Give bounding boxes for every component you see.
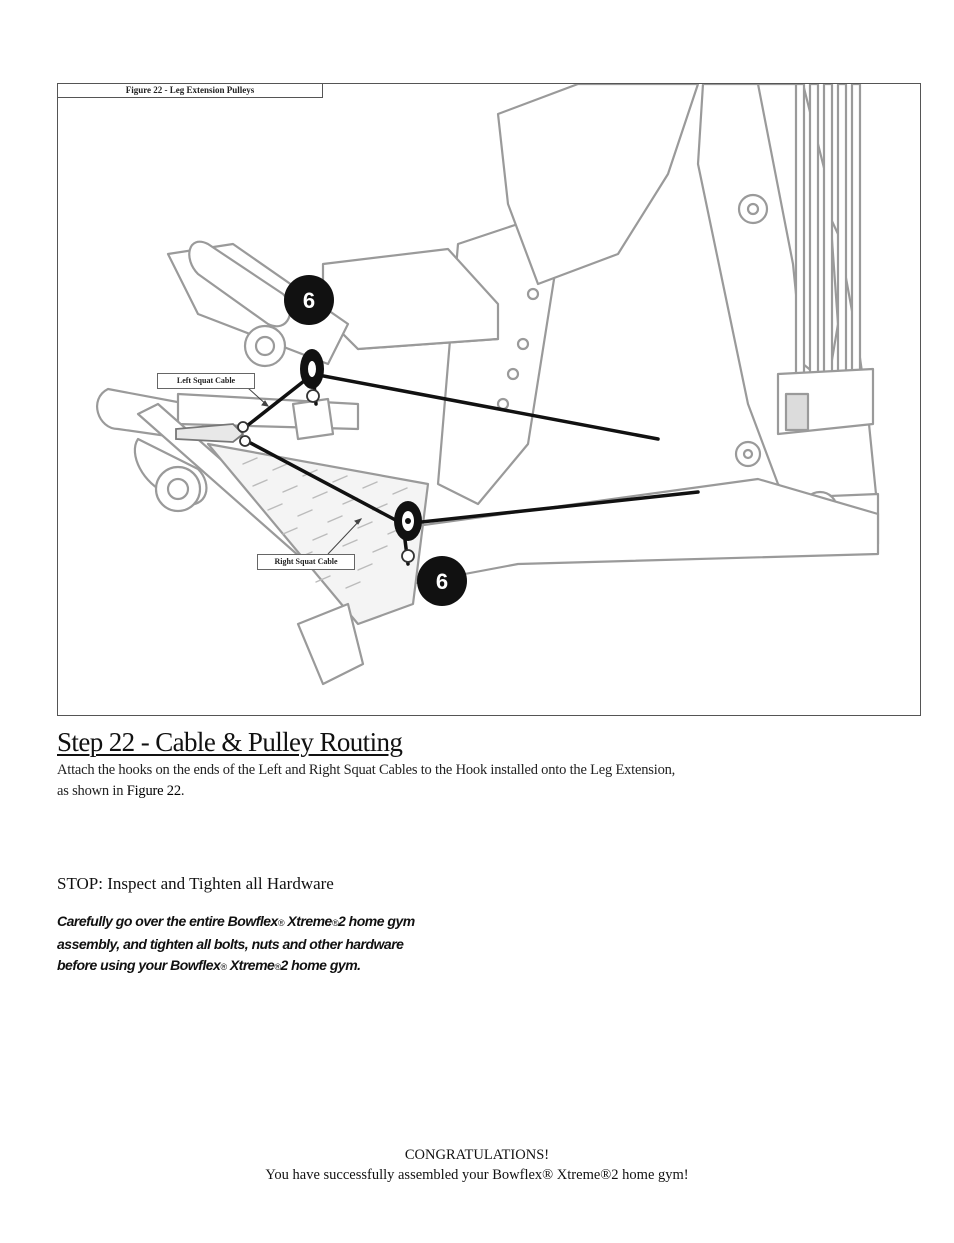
- right-callout-leader: [327, 518, 362, 555]
- stop-text: before using your Bowflex: [57, 957, 221, 973]
- step-instructions: Attach the hooks on the ends of the Left…: [57, 760, 817, 802]
- part-badge-6-lower: 6: [417, 556, 467, 606]
- congratulations-message: You have successfully assembled your Bow…: [265, 1167, 689, 1183]
- stop-text: 2 home gym.: [280, 957, 361, 973]
- stop-text: Xtreme: [226, 957, 275, 973]
- left-squat-cable-callout: Left Squat Cable: [157, 373, 255, 389]
- stop-instructions: Carefully go over the entire Bowflex® Xt…: [57, 911, 497, 978]
- foot-plate: [206, 442, 430, 626]
- registered-mark: ®: [277, 918, 285, 928]
- back-pad: [496, 84, 700, 286]
- congratulations-block: CONGRATULATIONS! You have successfully a…: [0, 1145, 954, 1185]
- pulley-right: [394, 501, 422, 541]
- stop-text: 2 home gym: [337, 913, 415, 929]
- stop-heading: STOP: Inspect and Tighten all Hardware: [57, 874, 334, 893]
- stop-text: Xtreme: [283, 913, 332, 929]
- badge-number: 6: [436, 569, 448, 594]
- right-squat-cable-callout: Right Squat Cable: [257, 554, 355, 570]
- figure-reference: Figure 22: [126, 783, 181, 799]
- figure-22: 6 6 Figure 22 - Leg Extension Pulleys Le…: [57, 83, 921, 716]
- step-title: Step 22 - Cable & Pulley Routing: [57, 727, 403, 757]
- leg-extension-illustration: 6 6: [96, 84, 880, 686]
- stop-text: Carefully go over the entire Bowflex: [57, 913, 278, 929]
- congratulations-heading: CONGRATULATIONS!: [404, 1147, 550, 1163]
- step-body-line1: Attach the hooks on the ends of the Left…: [57, 762, 676, 778]
- registered-mark: ®: [274, 962, 281, 972]
- badge-number: 6: [303, 288, 315, 313]
- stop-text: assembly, and tighten all bolts, nuts an…: [57, 936, 404, 952]
- registered-mark: ®: [220, 962, 227, 972]
- step-body-suffix: .: [180, 783, 185, 799]
- pulley-left: [300, 349, 324, 389]
- step-body-prefix: as shown in: [57, 783, 127, 799]
- registered-mark: ®: [331, 918, 339, 928]
- part-badge-6-upper: 6: [284, 275, 334, 325]
- figure-caption: Figure 22 - Leg Extension Pulleys: [58, 84, 323, 98]
